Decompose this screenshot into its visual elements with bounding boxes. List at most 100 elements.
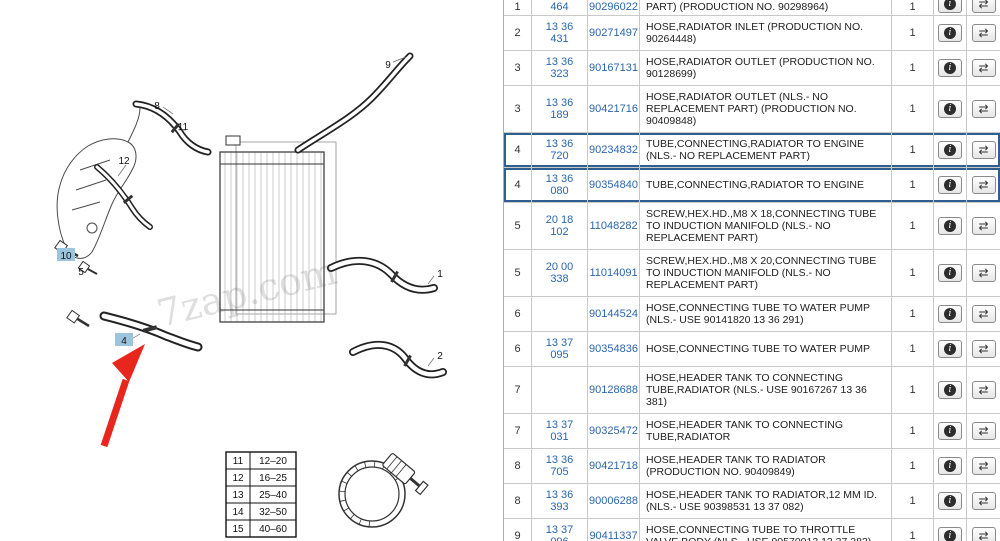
compare-button[interactable]: ⇄ <box>971 492 996 510</box>
part-number-link[interactable]: 13 36 323 <box>532 51 588 85</box>
info-button[interactable]: i <box>938 176 962 194</box>
compare-button[interactable]: ⇄ <box>971 100 996 118</box>
compare-button[interactable]: ⇄ <box>971 457 996 475</box>
info-button[interactable]: i <box>938 0 962 13</box>
catalog-number-link[interactable]: 90167131 <box>588 51 640 85</box>
part-number-link[interactable]: 20 18 102 <box>532 203 588 249</box>
compare-button[interactable]: ⇄ <box>971 422 996 440</box>
part-number-link[interactable]: 13 37 031 <box>532 414 588 448</box>
catalog-number-link[interactable]: 90325472 <box>588 414 640 448</box>
catalog-number-link[interactable]: 90296022 <box>588 0 640 15</box>
compare-button[interactable]: ⇄ <box>971 24 996 42</box>
diagram-callout[interactable]: 1 <box>437 269 443 280</box>
description-cell: TUBE,CONNECTING,RADIATOR TO ENGINE <box>640 168 892 202</box>
swap-arrows-icon: ⇄ <box>978 102 989 116</box>
info-icon: i <box>944 220 956 232</box>
part-number-link[interactable]: 13 37 095 <box>532 332 588 366</box>
info-button[interactable]: i <box>938 381 962 399</box>
compare-button[interactable]: ⇄ <box>971 0 996 13</box>
part-number-link[interactable]: 13 36 720 <box>532 133 588 167</box>
diagram-callout[interactable]: 4 <box>121 336 127 347</box>
part-number-link[interactable]: 20 00 338 <box>532 250 588 296</box>
part-number-link[interactable]: 13 36 189 <box>532 86 588 132</box>
info-button[interactable]: i <box>938 24 962 42</box>
compare-cell: ⇄ <box>967 484 1000 518</box>
info-icon: i <box>944 530 956 541</box>
part-number-link[interactable]: 13 36 705 <box>532 449 588 483</box>
info-button[interactable]: i <box>938 141 962 159</box>
catalog-number-link[interactable]: 90006288 <box>588 484 640 518</box>
table-row[interactable]: 913 37 09690411337HOSE,CONNECTING TUBE T… <box>504 519 1000 541</box>
diagram-callout[interactable]: 12 <box>118 156 130 167</box>
compare-button[interactable]: ⇄ <box>971 176 996 194</box>
catalog-number-link[interactable]: 90354836 <box>588 332 640 366</box>
info-cell: i <box>934 0 967 15</box>
swap-arrows-icon: ⇄ <box>978 26 989 40</box>
info-button[interactable]: i <box>938 492 962 510</box>
description-cell: HOSE,HEADER TANK TO CONNECTING TUBE,RADI… <box>640 367 892 413</box>
info-button[interactable]: i <box>938 217 962 235</box>
part-number-link[interactable]: 13 36 431 <box>532 16 588 50</box>
info-icon: i <box>944 0 956 10</box>
part-number-link[interactable]: 13 36 080 <box>532 168 588 202</box>
info-cell: i <box>934 484 967 518</box>
catalog-number-link[interactable]: 11014091 <box>588 250 640 296</box>
info-cell: i <box>934 519 967 541</box>
compare-button[interactable]: ⇄ <box>971 381 996 399</box>
catalog-number-link[interactable]: 90411337 <box>588 519 640 541</box>
info-button[interactable]: i <box>938 305 962 323</box>
diagram-callout[interactable]: 10 <box>60 251 72 262</box>
info-cell: i <box>934 86 967 132</box>
part-number-link[interactable]: 13 36 464 <box>532 0 588 15</box>
catalog-number-link[interactable]: 90271497 <box>588 16 640 50</box>
info-icon: i <box>944 384 956 396</box>
compare-button[interactable]: ⇄ <box>971 59 996 77</box>
compare-cell: ⇄ <box>967 297 1000 331</box>
diagram-callout[interactable]: 11 <box>178 122 189 133</box>
catalog-number-link[interactable]: 90234832 <box>588 133 640 167</box>
info-icon: i <box>944 343 956 355</box>
diagram-callout[interactable]: 8 <box>154 101 160 112</box>
part-number-link[interactable]: 13 36 393 <box>532 484 588 518</box>
description-cell: PART) (PRODUCTION NO. 90298964) <box>640 0 892 15</box>
compare-button[interactable]: ⇄ <box>971 141 996 159</box>
compare-button[interactable]: ⇄ <box>971 527 996 541</box>
compare-button[interactable]: ⇄ <box>971 217 996 235</box>
info-button[interactable]: i <box>938 527 962 541</box>
info-button[interactable]: i <box>938 457 962 475</box>
compare-button[interactable]: ⇄ <box>971 340 996 358</box>
info-button[interactable]: i <box>938 340 962 358</box>
info-button[interactable]: i <box>938 59 962 77</box>
info-button[interactable]: i <box>938 264 962 282</box>
swap-arrows-icon: ⇄ <box>978 529 989 541</box>
catalog-number-link[interactable]: 90421718 <box>588 449 640 483</box>
diagram-callout[interactable]: 9 <box>385 60 391 71</box>
diagram-callout[interactable]: 2 <box>437 351 443 362</box>
info-button[interactable]: i <box>938 100 962 118</box>
catalog-number-link[interactable]: 11048282 <box>588 203 640 249</box>
diagram-callout[interactable]: 5 <box>78 267 84 278</box>
catalog-number-link[interactable]: 90128688 <box>588 367 640 413</box>
compare-button[interactable]: ⇄ <box>971 305 996 323</box>
catalog-number-link[interactable]: 90144524 <box>588 297 640 331</box>
compare-button[interactable]: ⇄ <box>971 264 996 282</box>
info-button[interactable]: i <box>938 422 962 440</box>
catalog-number-link[interactable]: 90354840 <box>588 168 640 202</box>
clamp-screw-housing <box>382 453 429 496</box>
catalog-number-link[interactable]: 90421716 <box>588 86 640 132</box>
part-number-link[interactable]: 13 37 096 <box>532 519 588 541</box>
